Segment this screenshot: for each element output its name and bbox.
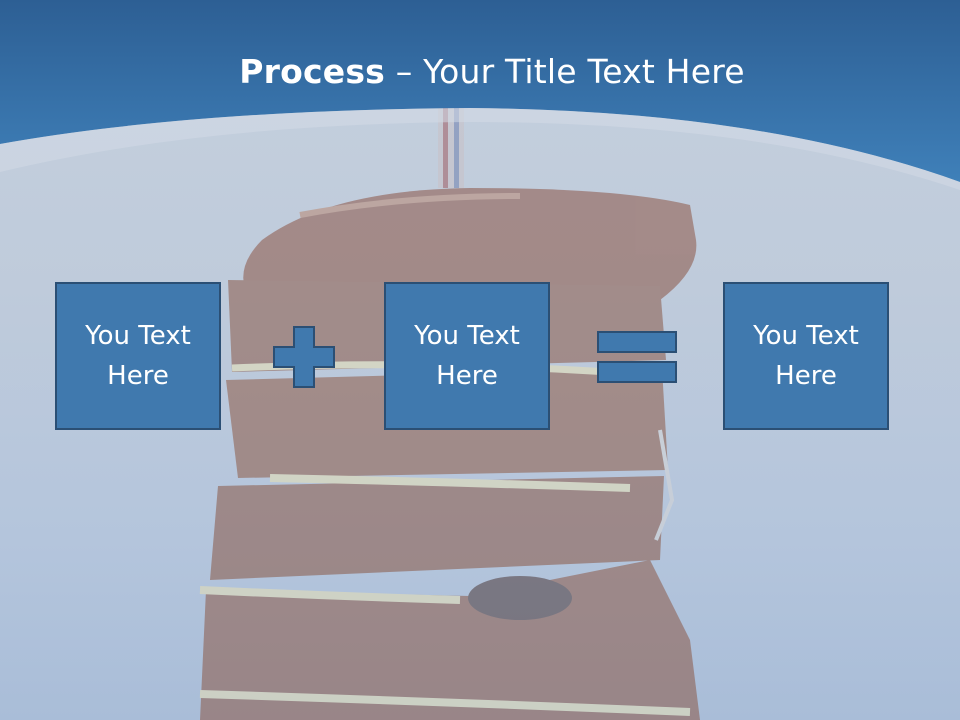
process-box-label: You Text Here bbox=[414, 321, 520, 391]
equals-icon bbox=[597, 331, 677, 383]
process-box-label: You Text Here bbox=[85, 321, 191, 391]
process-box-2[interactable]: You Text Here bbox=[384, 282, 550, 430]
header-band bbox=[0, 0, 960, 190]
process-box-label: You Text Here bbox=[753, 321, 859, 391]
title-bold: Process bbox=[239, 52, 386, 91]
title-rest: – Your Title Text Here bbox=[385, 52, 745, 91]
plus-icon bbox=[273, 326, 335, 388]
process-box-3[interactable]: You Text Here bbox=[723, 282, 889, 430]
process-box-1[interactable]: You Text Here bbox=[55, 282, 221, 430]
slide-title: Process – Your Title Text Here bbox=[0, 52, 960, 91]
